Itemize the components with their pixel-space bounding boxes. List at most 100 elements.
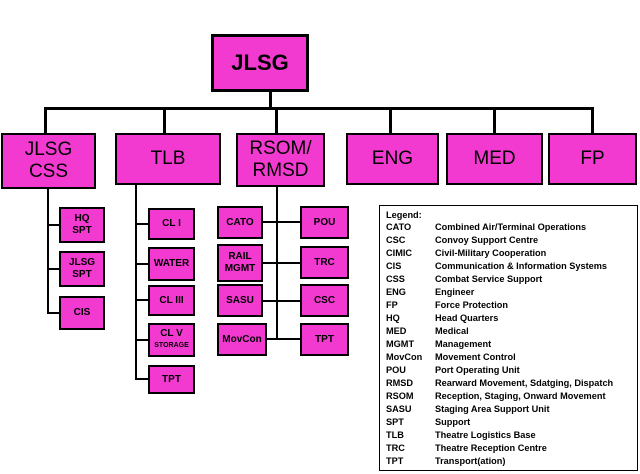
legend-definition: Staging Area Support Unit [435,404,550,414]
drop-rsom [275,107,278,133]
legend-definition: Convoy Support Centre [435,235,539,245]
legend-abbr: CSS [386,274,405,284]
legend-title: Legend: [386,210,422,220]
legend-entry: FP Force Protection [386,299,631,312]
css-branch-jlsg [47,268,59,270]
legend-definition: Civil-Military Cooperation [435,248,547,258]
legend-abbr: TRC [386,443,405,453]
drop-jlsg-css [44,107,47,133]
legend-entry: CATO Combined Air/Terminal Operations [386,221,631,234]
legend-abbr: CSC [386,235,406,245]
rsom-branch-4 [260,338,300,340]
legend-entry: SASU Staging Area Support Unit [386,403,631,416]
legend-definition: Port Operating Unit [435,365,520,375]
legend-definition: Rearward Movement, Sdatging, Dispatch [435,378,614,388]
legend-entry: TRC Theatre Reception Centre [386,442,631,455]
legend-definition: Combined Air/Terminal Operations [435,222,587,232]
legend-abbr: MGMT [386,339,415,349]
legend-abbr: MED [386,326,407,336]
node-jlsg-spt: JLSG SPT [59,251,105,287]
tlb-branch-2 [135,263,148,265]
legend-entry: ENG Engineer [386,286,631,299]
cl-v-label: CL V [160,328,183,339]
legend-entry: TLB Theatre Logistics Base [386,429,631,442]
legend-abbr: CATO [386,222,412,232]
css-vertical [47,189,49,313]
top-horizontal-connector [44,107,594,110]
legend-definition: Combat Service Support [435,274,543,284]
legend-definition: Communication & Information Systems [435,261,608,271]
legend-definition: Movement Control [435,352,516,362]
node-pou: POU [300,206,349,239]
tlb-vertical [135,185,137,380]
legend-entry: CIMIC Civil-Military Cooperation [386,247,631,260]
legend-entry: CSS Combat Service Support [386,273,631,286]
legend-abbr: RSOM [386,391,414,401]
drop-fp [591,107,594,133]
drop-med [493,107,496,133]
legend-abbr: FP [386,300,398,310]
legend-entry: CIS Communication & Information Systems [386,260,631,273]
legend-entry: MGMT Management [386,338,631,351]
legend-abbr: CIS [386,261,402,271]
node-cl-iii: CL III [148,285,195,316]
node-sasu: SASU [217,284,263,317]
legend-definition: Management [435,339,492,349]
legend-definition: Force Protection [435,300,509,310]
legend-entry: CSC Convoy Support Centre [386,234,631,247]
node-eng: ENG [346,133,439,185]
legend-entry: RMSD Rearward Movement, Sdatging, Dispatc… [386,377,631,390]
node-hq-spt: HQ SPT [59,207,105,243]
css-branch-hq [47,224,59,226]
node-water: WATER [148,247,195,281]
drop-eng [389,107,392,133]
tlb-branch-3 [135,299,148,301]
tlb-branch-1 [135,223,148,225]
cl-v-sub-label: STORAGE [154,342,189,349]
rsom-branch-2 [260,262,300,264]
node-tlb: TLB [115,133,221,185]
node-med: MED [446,133,543,185]
root-node-jlsg: JLSG [211,34,309,92]
node-tlb-tpt: TPT [148,365,195,394]
legend-abbr: TPT [386,456,404,466]
rsom-branch-3 [260,300,300,302]
legend-abbr: TLB [386,430,404,440]
legend-abbr: HQ [386,313,400,323]
legend-definition: Theatre Reception Centre [435,443,547,453]
legend-definition: Engineer [435,287,475,297]
legend-entry: RSOM Reception, Staging, Onward Movement [386,390,631,403]
node-movcon: MovCon [217,323,267,356]
node-cl-i: CL I [148,208,195,240]
legend-panel: Legend: CATO Combined Air/Terminal Operat… [379,205,638,471]
node-fp: FP [548,133,637,185]
legend-definition: Support [435,417,471,427]
legend-definition: Head Quarters [435,313,499,323]
legend-abbr: POU [386,365,406,375]
legend-definition: Reception, Staging, Onward Movement [435,391,606,401]
node-cis: CIS [59,296,105,330]
node-cato: CATO [217,206,263,239]
tlb-branch-4 [135,339,148,341]
legend-definition: Theatre Logistics Base [435,430,536,440]
node-cl-v-storage: CL V STORAGE [148,323,195,357]
legend-abbr: SASU [386,404,412,414]
legend-entry: POU Port Operating Unit [386,364,631,377]
css-branch-cis [47,312,59,314]
tlb-branch-5 [135,378,148,380]
node-rsom-tpt: TPT [300,323,349,356]
legend-abbr: RMSD [386,378,414,388]
legend-entry: HQ Head Quarters [386,312,631,325]
legend-abbr: CIMIC [386,248,413,258]
node-rail-mgmt: RAIL MGMT [217,244,263,282]
rsom-branch-1 [260,221,300,223]
node-trc: TRC [300,246,349,279]
legend-abbr: ENG [386,287,406,297]
node-jlsg-css: JLSG CSS [1,133,96,189]
drop-tlb [163,107,166,133]
